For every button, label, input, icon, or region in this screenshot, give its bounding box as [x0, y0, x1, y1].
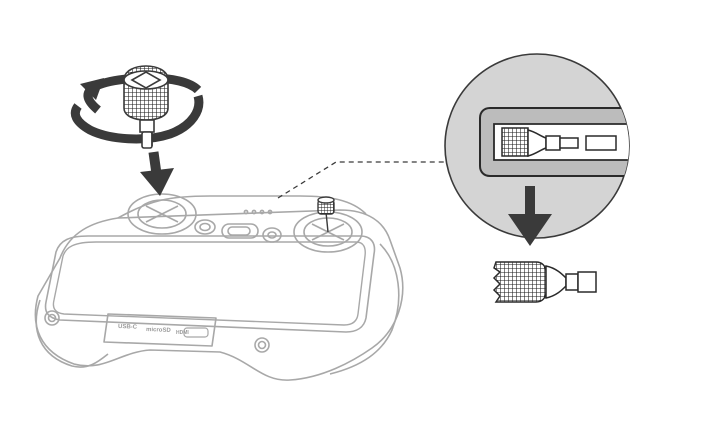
magnifier-down-arrow-icon [508, 186, 552, 246]
port-panel [103, 313, 217, 347]
center-button-right [262, 227, 282, 243]
installed-right-stick [317, 196, 335, 233]
left-lower-button [44, 310, 60, 326]
center-switch [221, 223, 259, 239]
right-grip [329, 243, 400, 375]
down-arrow-icon [140, 151, 174, 196]
left-grip [35, 299, 109, 368]
controller-body [34, 209, 404, 381]
removable-stick [123, 65, 169, 149]
leader-line [277, 161, 446, 199]
port-label-microsd: microSD [146, 327, 172, 334]
port-labels: USB-C microSD HDMI [118, 324, 209, 338]
right-lower-button [254, 337, 270, 353]
port-label-hdmi: HDMI [176, 330, 189, 336]
screen-bezel [44, 235, 376, 333]
magnifier [444, 53, 630, 246]
detached-stick [492, 261, 597, 303]
rotate-arrow-icon [70, 73, 204, 144]
rotate-arrowhead [80, 78, 104, 100]
screen [52, 241, 366, 326]
port-label-usbc: USB-C [118, 324, 138, 331]
battery-leds [243, 209, 273, 215]
remote-controller [34, 193, 404, 381]
center-button-left [194, 219, 216, 235]
left-stick-housing [127, 193, 197, 235]
port-usbc-slot [183, 327, 209, 338]
